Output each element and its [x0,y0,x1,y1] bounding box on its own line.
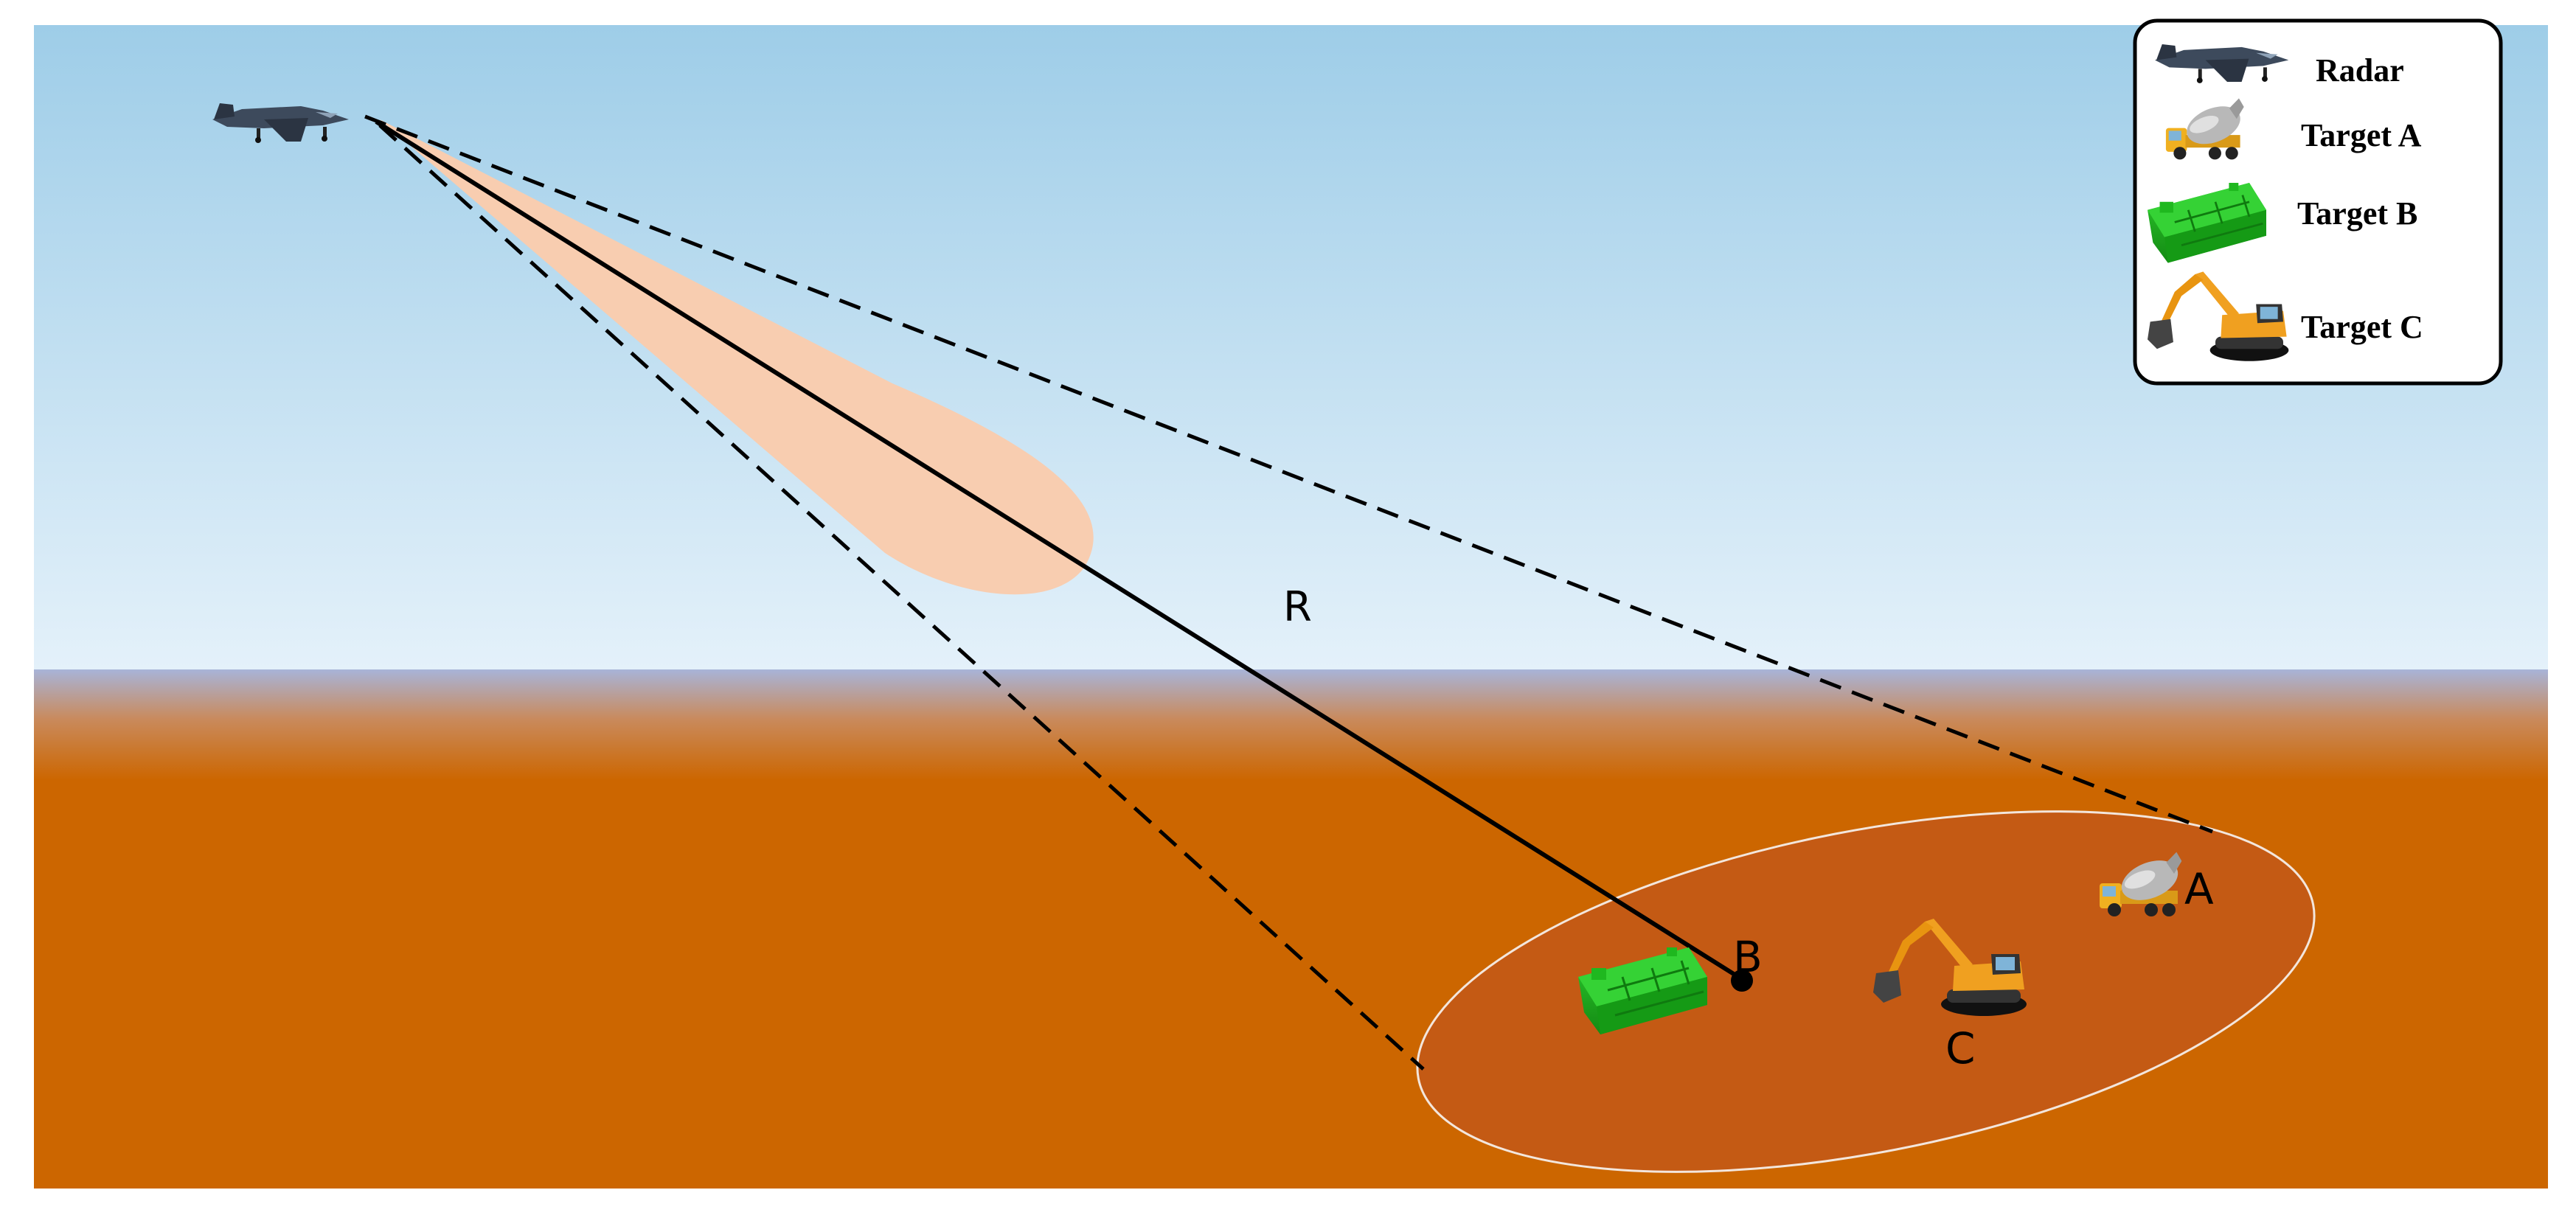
range-label: R [1283,583,1312,631]
footprint-edge-upper [364,114,2213,834]
legend: Radar Target A Target B Target C [2133,18,2503,386]
horizon-band [34,669,2548,780]
legend-label-target-c: Target C [2301,309,2423,345]
target-c-label: C [1945,1023,1976,1073]
target-b-label: B [1733,932,1763,982]
legend-label-target-b: Target B [2297,195,2417,232]
legend-label-target-a: Target A [2301,117,2422,153]
illuminated-area [1416,810,2316,1173]
sky [34,25,2548,671]
footprint-edge-lower [378,124,1425,1071]
legend-label-radar: Radar [2316,52,2404,88]
range-endpoint [1731,970,1753,992]
range-line [375,119,1743,981]
target-a-label: A [2184,864,2214,914]
